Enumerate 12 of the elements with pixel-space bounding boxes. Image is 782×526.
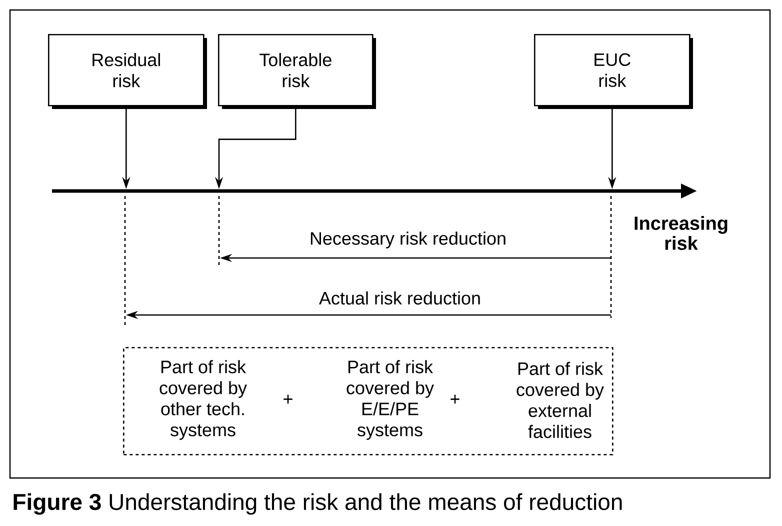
arrow-label: Actual risk reduction (319, 291, 480, 305)
box-text: Part of risk covered by other tech. systems (160, 360, 247, 440)
caption: Figure 3 Understanding the risk and the means of reduction (14, 493, 622, 515)
arrow-label: Necessary risk reduction (310, 232, 506, 248)
text-box: Tolerable risk (218, 34, 376, 109)
box-text: Part of risk covered by external facilities (516, 362, 604, 438)
box-text: Part of risk covered by E/E/PE systems (346, 360, 434, 440)
text-box: EUC risk (534, 34, 693, 109)
text-box: Residual risk (48, 34, 207, 109)
axis-label: Increasing risk (634, 216, 728, 250)
plus-sign: + (450, 394, 460, 404)
plus-sign: + (284, 394, 292, 404)
